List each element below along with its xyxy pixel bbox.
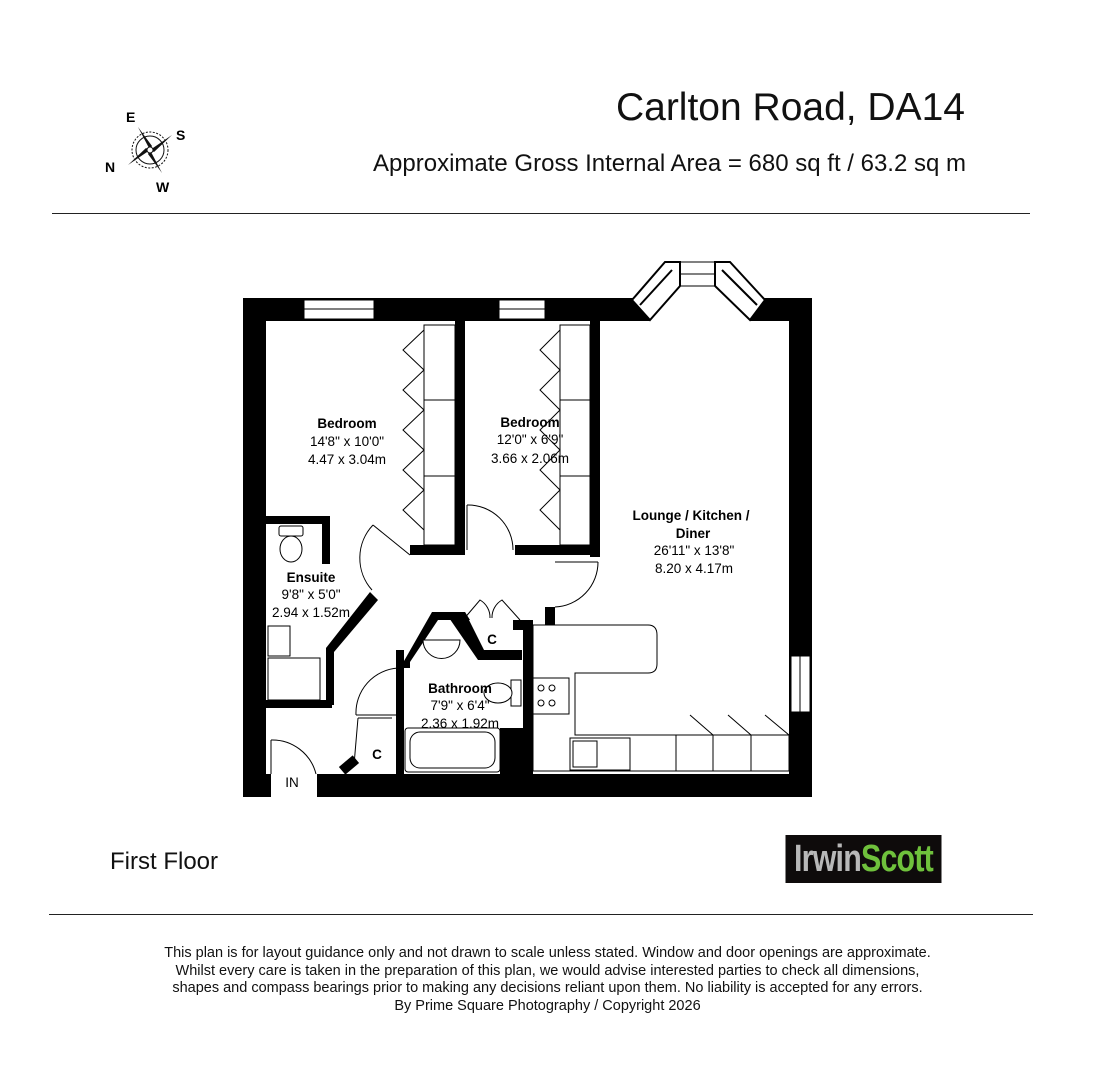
compass-n: N — [105, 159, 115, 175]
logo-part2: Scott — [860, 837, 934, 880]
cupboard-label-2: C — [372, 747, 382, 762]
compass-e: E — [126, 109, 135, 125]
bathroom-imperial: 7'9" x 6'4" — [430, 698, 489, 713]
bathroom-metric: 2.36 x 1.92m — [421, 716, 499, 731]
ensuite-imperial: 9'8" x 5'0" — [281, 587, 340, 602]
logo-part1: Irwin — [794, 837, 862, 880]
lounge-name-1: Lounge / Kitchen / — [633, 508, 750, 523]
windows — [303, 261, 811, 713]
ensuite-metric: 2.94 x 1.52m — [272, 605, 350, 620]
bedroom2-imperial: 12'0" x 6'9" — [497, 432, 564, 447]
disclaimer: This plan is for layout guidance only an… — [0, 945, 1095, 1015]
doors — [270, 504, 599, 775]
bedroom2-name: Bedroom — [500, 415, 559, 430]
compass-icon: E S N W — [105, 109, 185, 195]
disclaimer-line: By Prime Square Photography / Copyright … — [394, 997, 701, 1014]
page-title: Carlton Road, DA14 — [615, 86, 965, 129]
compass-s: S — [176, 127, 185, 143]
divider-top — [52, 213, 1030, 214]
gross-area: Approximate Gross Internal Area = 680 sq… — [373, 150, 966, 177]
disclaimer-line: Whilst every care is taken in the prepar… — [175, 962, 920, 979]
divider-bottom — [49, 914, 1033, 915]
wardrobes — [402, 324, 591, 546]
lounge-imperial: 26'11" x 13'8" — [654, 543, 735, 558]
cupboard-label-1: C — [487, 632, 497, 647]
bedroom1-imperial: 14'8" x 10'0" — [310, 434, 384, 449]
fixtures — [267, 525, 790, 773]
bathroom-name: Bathroom — [428, 681, 492, 696]
bedroom1-metric: 4.47 x 3.04m — [308, 452, 386, 467]
lounge-name-2: Diner — [676, 526, 711, 541]
lounge-metric: 8.20 x 4.17m — [655, 561, 733, 576]
bedroom1-name: Bedroom — [317, 416, 376, 431]
compass-w: W — [156, 179, 170, 195]
disclaimer-line: shapes and compass bearings prior to mak… — [172, 980, 923, 996]
bay-window — [630, 261, 767, 322]
entrance-label: IN — [285, 775, 299, 790]
bedroom2-metric: 3.66 x 2.06m — [491, 451, 569, 466]
disclaimer-line: This plan is for layout guidance only an… — [164, 945, 931, 961]
ensuite-name: Ensuite — [287, 570, 336, 585]
floor-label: First Floor — [110, 848, 218, 875]
